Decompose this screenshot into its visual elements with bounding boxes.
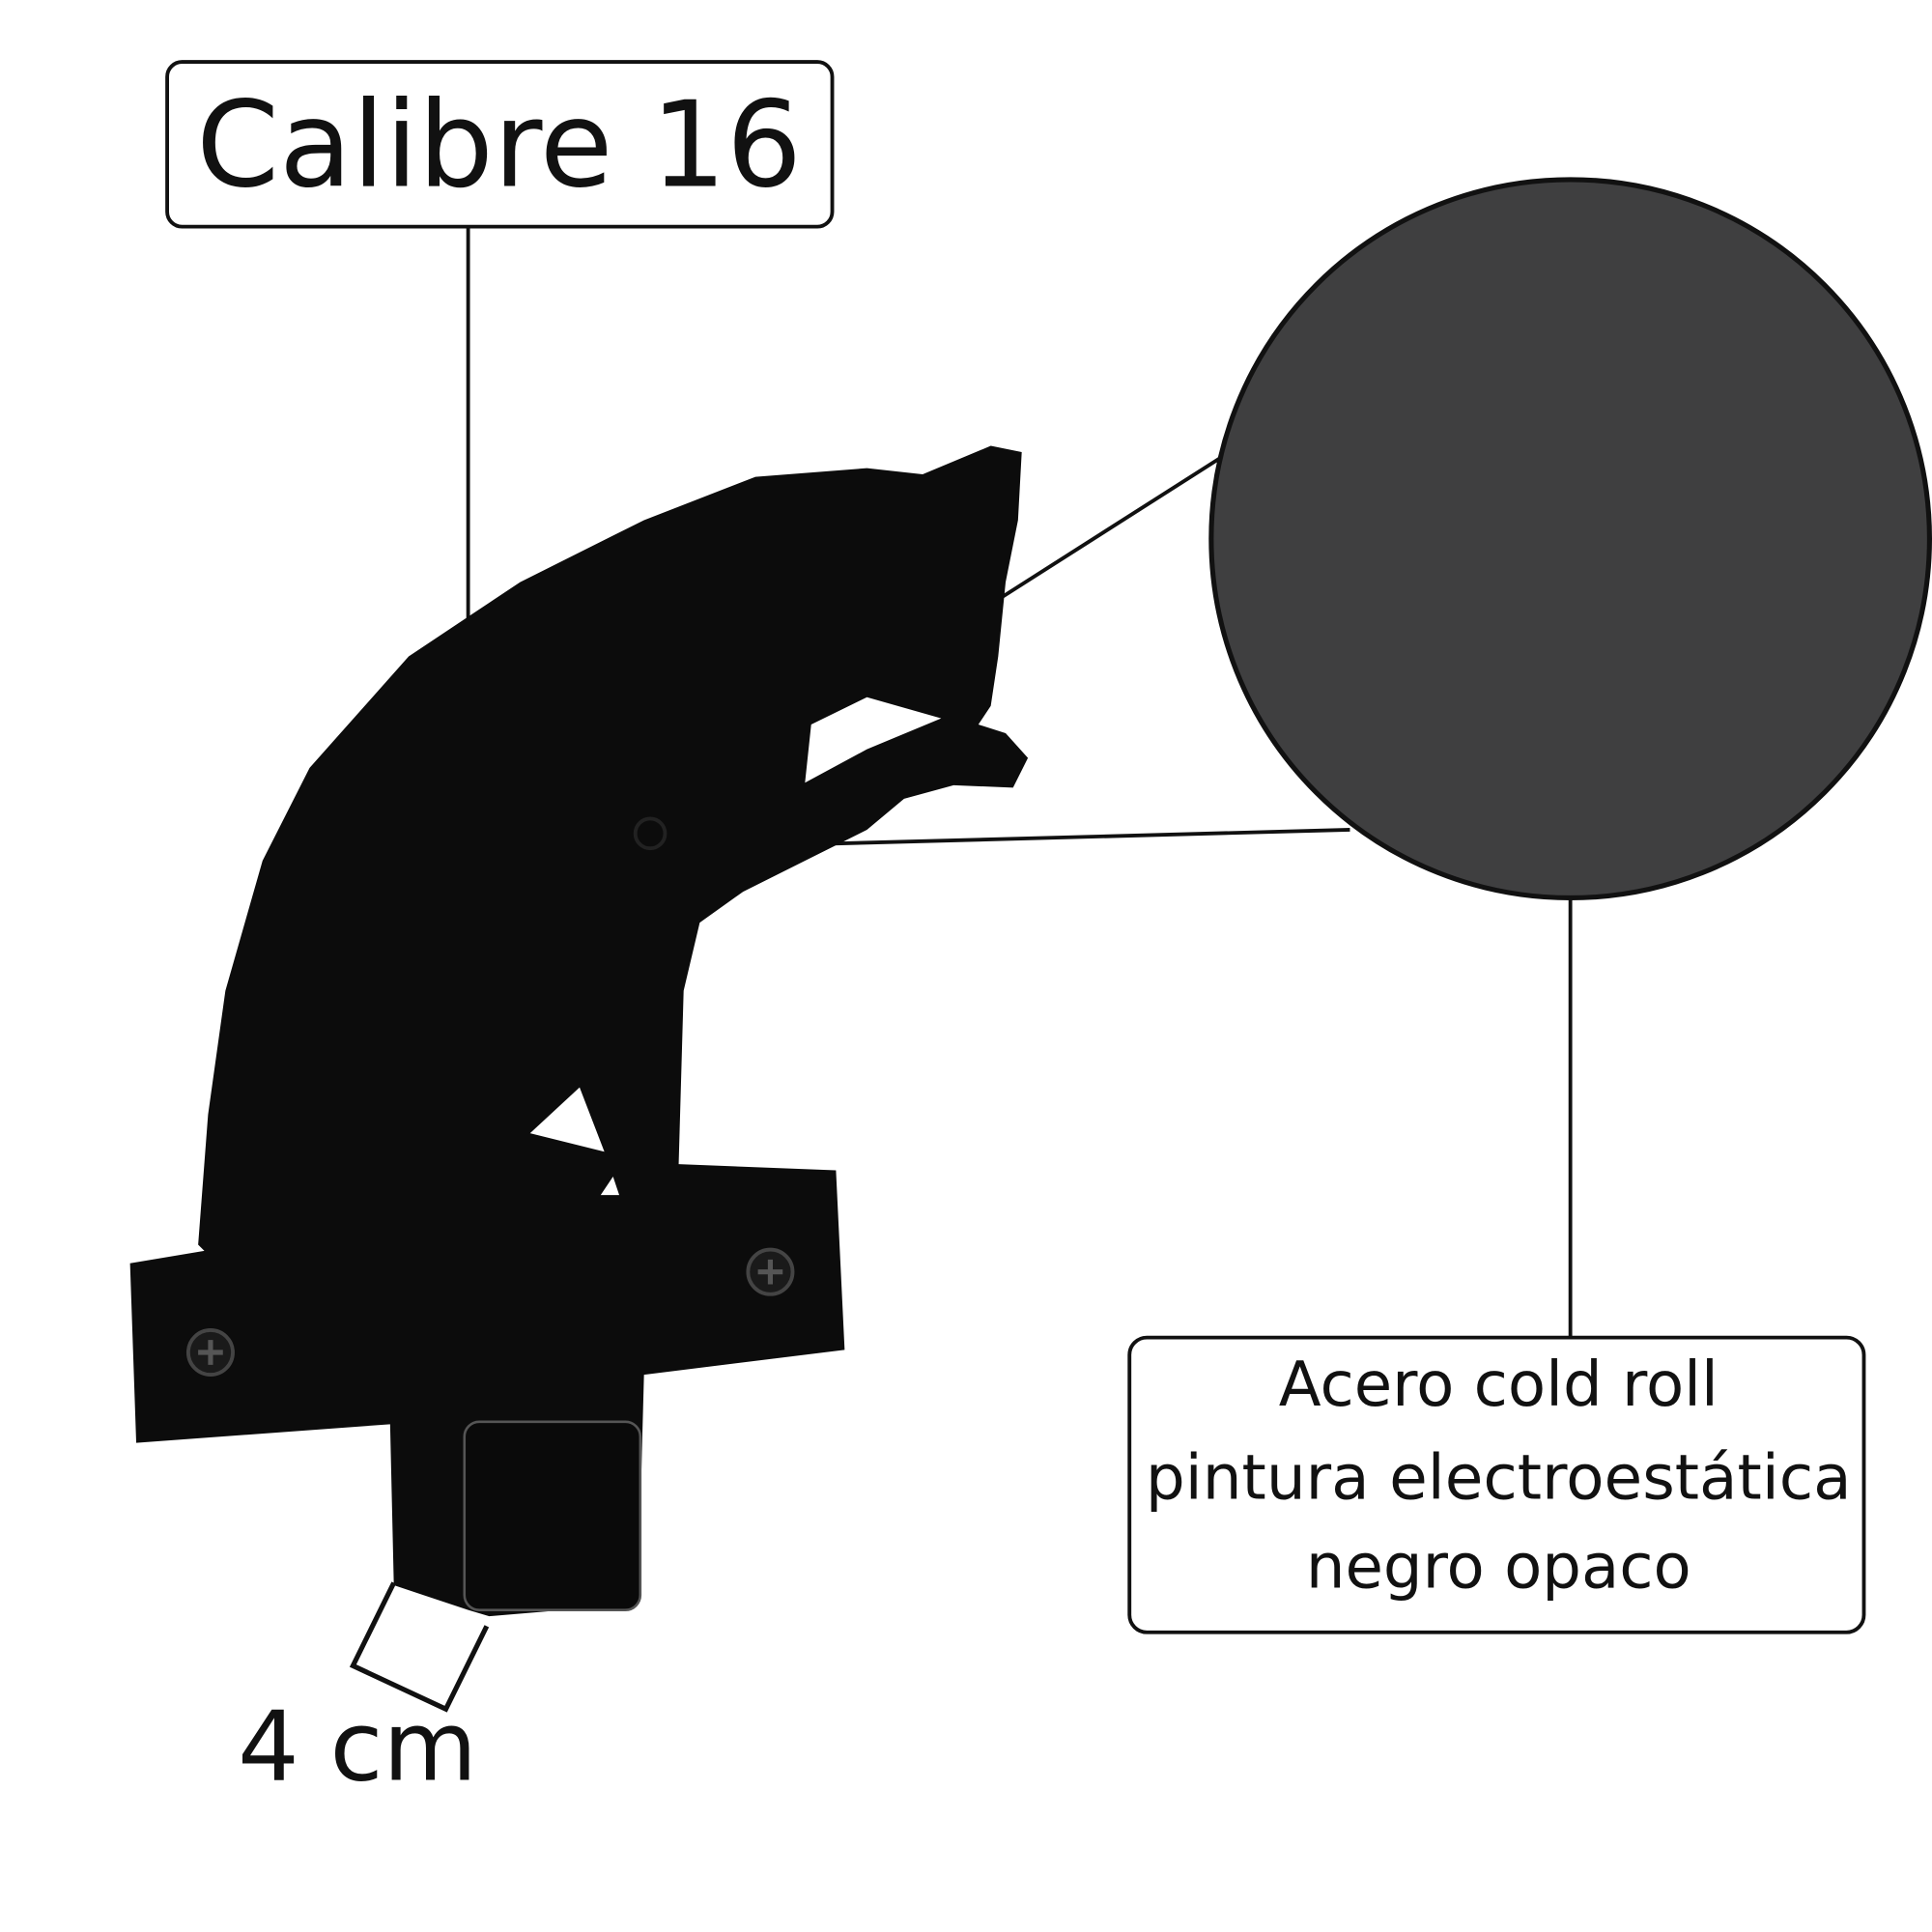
material-label-line2: pintura electroestática [1146,1442,1852,1514]
material-label-box [1127,1335,1866,1634]
hook-front [463,1420,642,1611]
material-label-line1: Acero cold roll [1279,1350,1719,1421]
screw-icon [746,1247,795,1296]
material-label-line3: negro opaco [1306,1532,1691,1604]
gauge-label-box [165,60,835,229]
zoom-point-marker [633,816,668,851]
dimension-label: 4 cm [238,1690,477,1803]
dimension-bracket [349,1581,490,1713]
cat-silhouette [129,445,1029,1617]
paint-texture-closeup [1208,177,1932,900]
leg-gap [805,696,942,783]
screw-icon [185,1328,235,1378]
cat-wall-hook [129,445,1029,1617]
gauge-label: Calibre 16 [196,76,802,214]
tail-gap [529,1087,605,1152]
